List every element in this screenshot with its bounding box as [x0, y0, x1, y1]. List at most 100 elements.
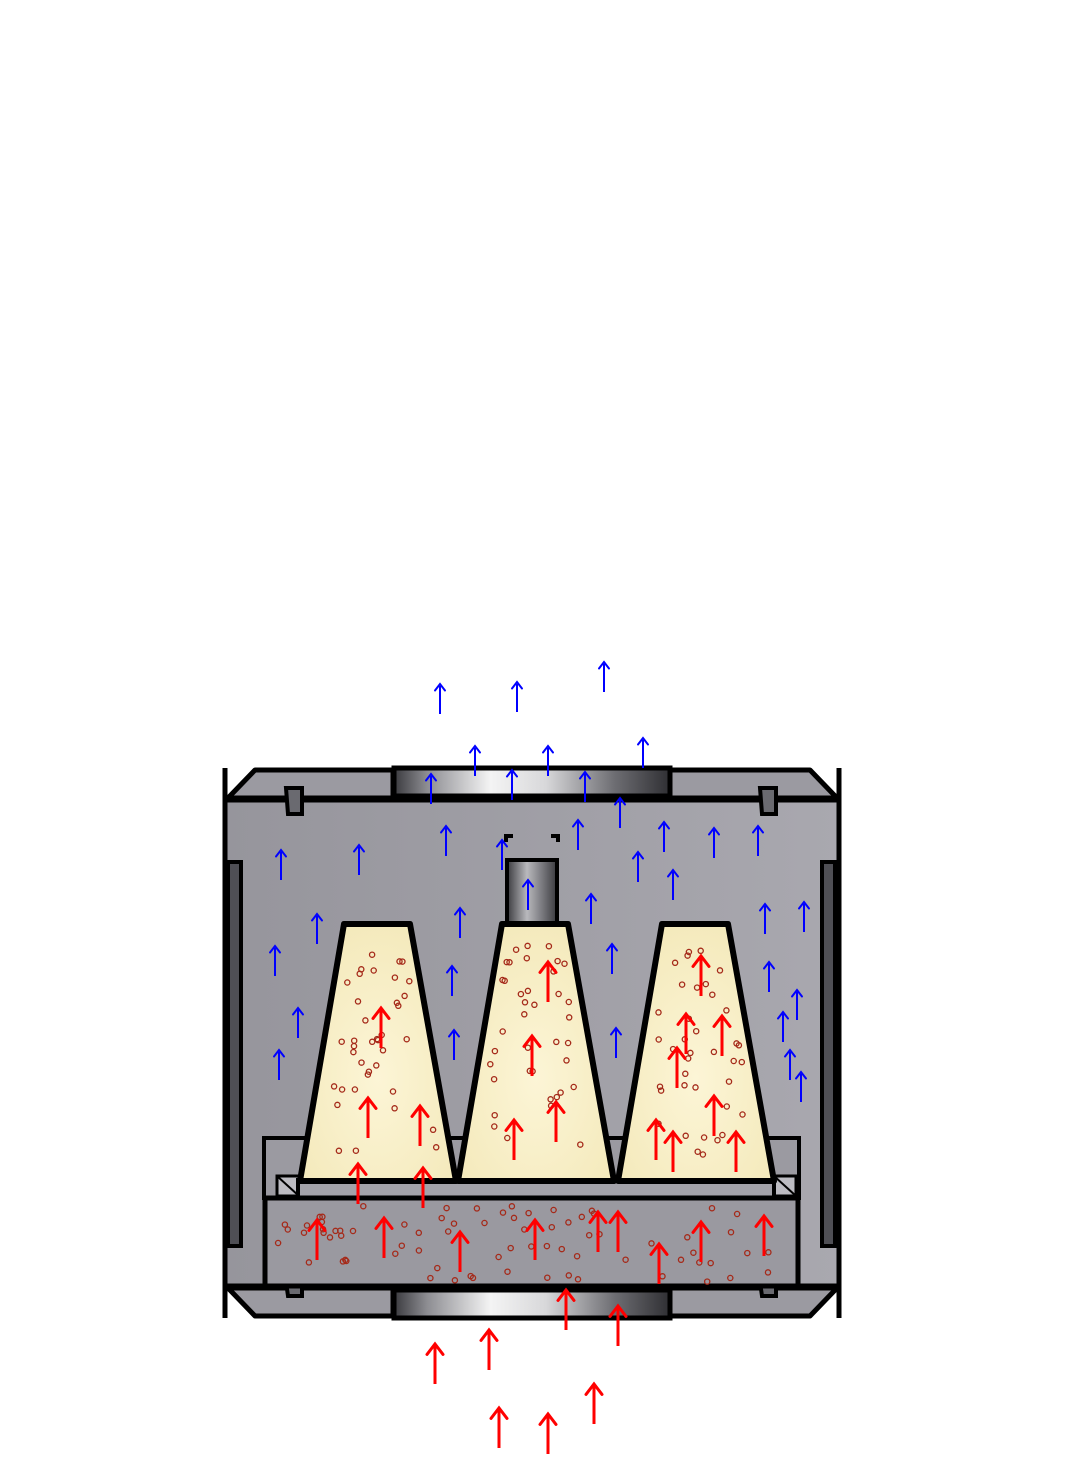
particle-circle-icon — [438, 1214, 445, 1222]
particle-circle-icon — [648, 1240, 655, 1247]
particle-circle-icon — [491, 1123, 498, 1130]
particle-circle-icon — [565, 1014, 573, 1021]
particle-circle-icon — [730, 1057, 737, 1065]
arrow-up-red-icon — [676, 1011, 696, 1054]
arrow-up-blue-icon — [632, 850, 644, 882]
arrow-up-blue-icon — [506, 768, 518, 800]
arrow-up-red-icon — [425, 1341, 445, 1384]
particle-circle-icon — [364, 1071, 372, 1078]
particle-circle-icon — [700, 1134, 708, 1141]
arrow-up-blue-icon — [795, 1070, 807, 1102]
particle-circle-icon — [517, 990, 525, 998]
particle-circle-icon — [692, 1027, 700, 1035]
particle-circle-icon — [300, 1229, 308, 1236]
particle-circle-icon — [684, 952, 691, 959]
particle-circle-icon — [350, 1048, 357, 1056]
particle-circle-icon — [561, 960, 568, 967]
arrow-up-blue-icon — [292, 1006, 304, 1038]
arrow-up-blue-icon — [598, 660, 610, 692]
particle-circle-icon — [401, 992, 408, 1000]
particle-circle-icon — [399, 958, 406, 965]
arrow-up-blue-icon — [579, 770, 591, 802]
arrow-up-blue-icon — [585, 892, 597, 924]
particle-circle-icon — [578, 1213, 586, 1221]
particle-circle-icon — [495, 1253, 502, 1261]
particle-circle-icon — [499, 1028, 506, 1035]
particle-circle-icon — [398, 1242, 406, 1249]
particle-circle-icon — [725, 1078, 733, 1085]
particle-circle-icon — [335, 1147, 343, 1155]
particle-circle-icon — [392, 1250, 399, 1257]
particle-circle-icon — [508, 1203, 516, 1210]
particle-circle-icon — [343, 1257, 350, 1265]
particle-circle-icon — [521, 999, 529, 1006]
particle-circle-icon — [491, 1047, 499, 1055]
particle-circle-icon — [406, 977, 413, 985]
particle-circle-icon — [389, 1088, 397, 1095]
arrow-up-red-icon — [479, 1327, 499, 1370]
arrow-up-red-icon — [691, 953, 711, 996]
particle-circle-icon — [703, 1278, 711, 1285]
arrow-up-blue-icon — [269, 944, 281, 976]
arrow-up-blue-icon — [752, 824, 764, 856]
particle-circle-icon — [524, 987, 532, 995]
particle-circle-icon — [401, 1221, 408, 1228]
arrow-up-blue-icon — [469, 744, 481, 776]
particle-circle-icon — [563, 1057, 570, 1064]
particle-circle-icon — [443, 1204, 450, 1212]
arrow-up-blue-icon — [658, 820, 670, 852]
particle-circle-icon — [702, 980, 710, 988]
particle-circle-icon — [548, 1223, 556, 1231]
particle-circle-icon — [696, 1259, 703, 1266]
particle-circle-icon — [391, 974, 399, 981]
particle-circle-icon — [403, 1035, 410, 1043]
particle-circle-icon — [716, 967, 724, 974]
particle-circle-icon — [707, 1259, 714, 1267]
particle-circle-icon — [358, 1059, 365, 1066]
particle-circle-icon — [303, 1222, 311, 1229]
particle-circle-icon — [657, 1087, 665, 1094]
arrow-up-blue-icon — [606, 942, 618, 974]
particle-circle-icon — [490, 1075, 498, 1083]
arrow-up-blue-icon — [784, 1048, 796, 1080]
particle-circle-icon — [354, 998, 362, 1005]
center-outlet-pipe — [504, 834, 560, 926]
particle-circle-icon — [504, 1268, 511, 1275]
particle-circle-icon — [723, 1103, 731, 1110]
arrow-up-blue-icon — [614, 796, 626, 828]
arrow-up-blue-icon — [542, 744, 554, 776]
particle-circle-icon — [550, 1206, 557, 1214]
particle-circle-icon — [574, 1276, 582, 1283]
arrow-up-red-icon — [371, 1005, 391, 1048]
particle-circle-icon — [393, 999, 401, 1007]
particle-circle-icon — [503, 958, 510, 966]
particle-circle-icon — [553, 1093, 561, 1101]
particle-circle-icon — [510, 1214, 518, 1222]
particle-circle-icon — [727, 1274, 734, 1282]
particle-circle-icon — [577, 1141, 584, 1148]
particle-circle-icon — [305, 1259, 313, 1266]
particle-circle-icon — [565, 1219, 572, 1226]
particle-circle-icon — [349, 1227, 357, 1235]
arrow-up-red-icon — [726, 1129, 746, 1172]
particle-circle-icon — [379, 1047, 387, 1054]
particle-circle-icon — [373, 1062, 380, 1069]
particle-circle-icon — [547, 1096, 554, 1103]
top-header — [222, 767, 842, 808]
particle-circle-icon — [434, 1264, 441, 1272]
particle-circle-icon — [719, 1131, 726, 1139]
arrow-up-blue-icon — [763, 960, 775, 992]
arrow-up-blue-icon — [273, 1048, 285, 1080]
arrow-up-red-icon — [754, 1213, 774, 1256]
particle-circle-icon — [588, 1207, 596, 1215]
top-outlet-flange — [391, 765, 673, 799]
arrow-up-red-icon — [413, 1165, 433, 1208]
particle-circle-icon — [655, 1009, 662, 1016]
particle-circle-icon — [326, 1234, 334, 1241]
particle-circle-icon — [396, 958, 403, 965]
particle-circle-icon — [531, 1001, 538, 1009]
particle-circle-icon — [356, 970, 363, 978]
arrow-up-blue-icon — [454, 906, 466, 938]
particle-circle-icon — [338, 1086, 346, 1093]
